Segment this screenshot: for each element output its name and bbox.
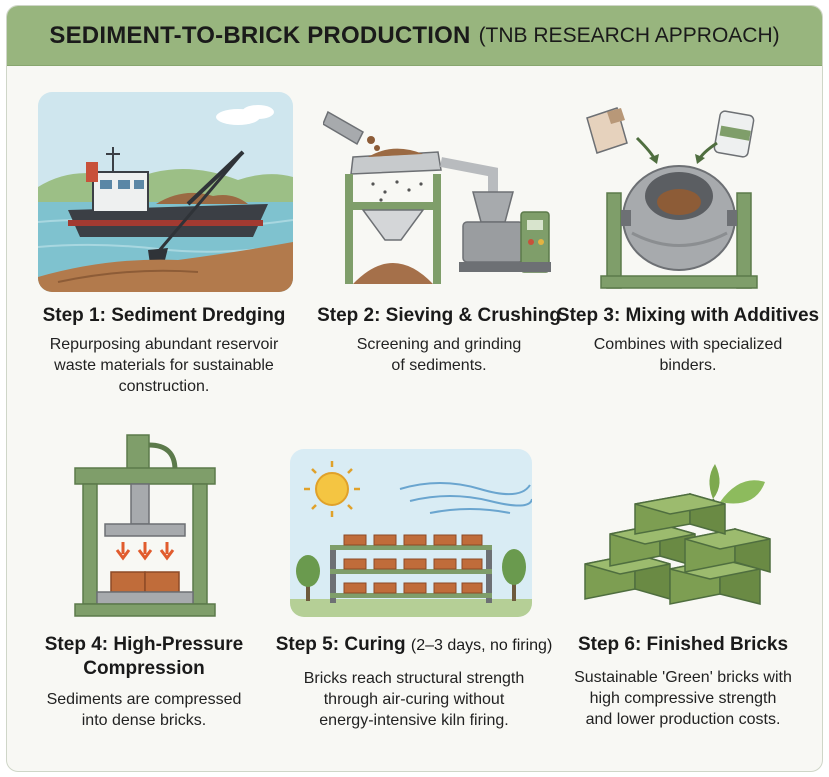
page-subtitle: (TNB RESEARCH APPROACH)	[479, 24, 780, 48]
step-6-desc-line: Sustainable 'Green' bricks with	[548, 667, 818, 688]
step-1-desc-line: construction.	[29, 376, 299, 397]
hydraulic-press-icon	[65, 430, 225, 620]
sieve-crusher-icon	[323, 102, 553, 292]
step-6-desc-line: and lower production costs.	[548, 709, 818, 730]
step-4-description: Sediments are compressed into dense bric…	[9, 689, 279, 731]
step-5-desc-line: Bricks reach structural strength	[273, 668, 555, 689]
step-2: Step 2: Sieving & Crushing Screening and…	[304, 304, 574, 376]
step-3: Step 3: Mixing with Additives Combines w…	[553, 304, 823, 376]
step-2-title: Step 2: Sieving & Crushing	[304, 304, 574, 328]
green-bricks-icon	[575, 454, 795, 624]
step-6-desc-line: high compressive strength	[548, 688, 818, 709]
step-4-illustration	[65, 430, 225, 620]
step-5-title: Step 5: Curing (2–3 days, no firing)	[273, 633, 555, 658]
step-3-desc-line: Combines with specialized	[553, 334, 823, 355]
step-2-desc-line: Screening and grinding	[304, 334, 574, 355]
step-1-desc-line: waste materials for sustainable	[29, 355, 299, 376]
step-5-title-note: (2–3 days, no firing)	[411, 637, 552, 654]
step-6-description: Sustainable 'Green' bricks with high com…	[548, 667, 818, 730]
step-6-illustration	[575, 454, 795, 624]
step-3-illustration	[577, 98, 797, 293]
step-6: Step 6: Finished Bricks Sustainable 'Gre…	[548, 633, 818, 730]
title-bar: SEDIMENT-TO-BRICK PRODUCTION (TNB RESEAR…	[7, 6, 822, 66]
step-2-desc-line: of sediments.	[304, 355, 574, 376]
step-5-desc-line: through air-curing without	[273, 689, 555, 710]
dredging-ship-icon	[38, 92, 293, 292]
step-5: Step 5: Curing (2–3 days, no firing) Bri…	[273, 633, 555, 731]
step-2-illustration	[323, 102, 553, 292]
curing-rack-icon	[290, 449, 532, 617]
step-5-desc-line: energy-intensive kiln firing.	[273, 710, 555, 731]
step-1-description: Repurposing abundant reservoir waste mat…	[29, 334, 299, 397]
step-4-desc-line: Sediments are compressed	[9, 689, 279, 710]
mixer-icon	[577, 98, 797, 293]
step-4: Step 4: High-Pressure Compression Sedime…	[9, 633, 279, 731]
step-1-title: Step 1: Sediment Dredging	[29, 304, 299, 328]
step-1: Step 1: Sediment Dredging Repurposing ab…	[29, 304, 299, 397]
step-5-illustration	[290, 449, 532, 617]
infographic-card: SEDIMENT-TO-BRICK PRODUCTION (TNB RESEAR…	[6, 5, 823, 772]
step-3-title: Step 3: Mixing with Additives	[553, 304, 823, 328]
page-title: SEDIMENT-TO-BRICK PRODUCTION	[49, 22, 470, 50]
step-5-title-main: Step 5: Curing	[276, 634, 406, 655]
step-4-desc-line: into dense bricks.	[9, 710, 279, 731]
step-5-description: Bricks reach structural strength through…	[273, 668, 555, 731]
step-3-desc-line: binders.	[553, 355, 823, 376]
step-4-title-line-2: Compression	[9, 657, 279, 681]
step-6-title: Step 6: Finished Bricks	[548, 633, 818, 657]
step-3-description: Combines with specialized binders.	[553, 334, 823, 376]
step-4-title: Step 4: High-Pressure	[9, 633, 279, 657]
step-1-illustration	[38, 92, 293, 292]
step-1-desc-line: Repurposing abundant reservoir	[29, 334, 299, 355]
step-2-description: Screening and grinding of sediments.	[304, 334, 574, 376]
